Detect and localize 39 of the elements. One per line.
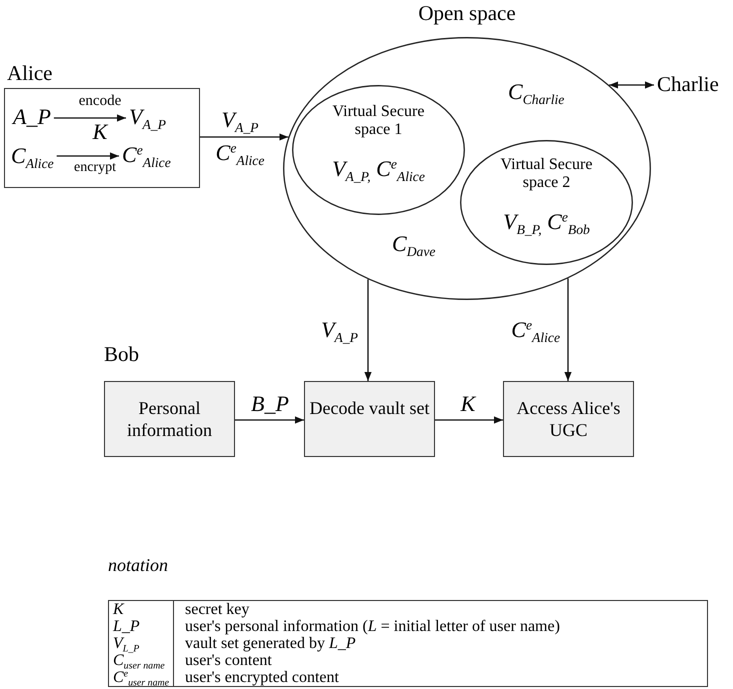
- secure-space-ellipse: [292, 85, 465, 215]
- table-cell: vault set generated by L_P: [185, 635, 356, 653]
- edge-label: encrypt: [72, 160, 118, 176]
- table-cell: user's encrypted content: [185, 669, 339, 687]
- arrow: [235, 416, 304, 424]
- process-box: [503, 381, 634, 457]
- table-cell: user's personal information (L = initial letter of user name): [185, 618, 560, 636]
- space-heading: Open space: [417, 2, 517, 26]
- arrow: [435, 416, 503, 424]
- arrow: [54, 114, 126, 122]
- table-cell: user's content: [185, 652, 272, 670]
- table-cell: secret key: [185, 601, 250, 619]
- key-label: K: [92, 120, 108, 144]
- box-text: Personal information: [126, 398, 213, 442]
- variable-label: V$_{A_P}$: [129, 105, 166, 130]
- actor-label: Bob: [104, 343, 140, 366]
- notation-heading: notation: [108, 556, 168, 576]
- content-label: C$_{Charlie}$: [508, 80, 564, 104]
- group-heading: Alice: [7, 62, 52, 86]
- box-text: Decode vault set: [309, 398, 430, 420]
- space-title: Virtual Secure space 2: [500, 156, 594, 192]
- arrow: [56, 152, 119, 160]
- arrow: [364, 279, 372, 381]
- process-box: [104, 381, 235, 457]
- variable-label: C$_{Alice}$: [11, 144, 54, 168]
- arrow: [200, 133, 288, 141]
- table-cell: C$_{user name}$: [113, 652, 165, 670]
- secure-space-ellipse: [460, 140, 633, 265]
- table-cell: L_P: [113, 618, 140, 636]
- box-text: Access Alice's UGC: [516, 398, 622, 442]
- table-cell: K: [113, 601, 124, 619]
- arrow: [564, 278, 572, 381]
- space-title: Virtual Secure space 1: [332, 103, 426, 138]
- table-cell: V$_{L_P}$: [113, 635, 140, 653]
- variable-label: A_P: [13, 105, 51, 130]
- arrow: [609, 81, 654, 89]
- actor-label: Charlie: [657, 73, 719, 96]
- process-box: [304, 381, 435, 457]
- content-label: C$_{Dave}$: [392, 232, 436, 256]
